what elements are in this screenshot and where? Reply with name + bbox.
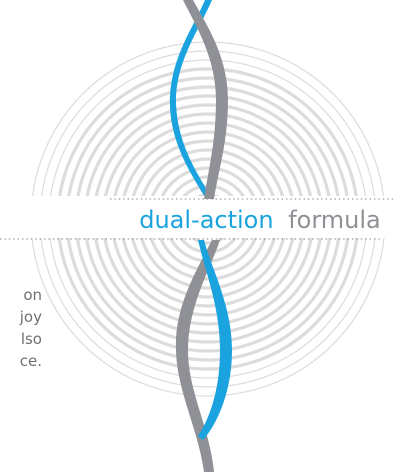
- ring: [122, 130, 294, 196]
- banner-text: dual-action formula: [139, 206, 381, 234]
- ring: [58, 67, 358, 196]
- ring: [150, 157, 266, 196]
- ring: [93, 238, 323, 335]
- ring: [57, 238, 359, 371]
- ring: [121, 238, 295, 308]
- side-text-line-3: lso: [20, 330, 42, 348]
- ring: [131, 139, 285, 196]
- ring: [112, 238, 304, 317]
- side-text-lines: on joy lso ce.: [20, 284, 42, 372]
- helix-gray-ribbon-upper: [183, 0, 228, 199]
- ring: [85, 94, 331, 196]
- ring: [94, 103, 322, 196]
- ring: [66, 238, 350, 362]
- ring: [40, 238, 376, 388]
- helix-gray-ribbon-lower: [175, 240, 220, 472]
- side-text-line-4: ce.: [19, 352, 42, 370]
- ring: [75, 238, 341, 353]
- banner-accent-word: dual-action: [139, 206, 273, 234]
- ring: [190, 238, 226, 245]
- ring: [130, 238, 286, 299]
- ring: [84, 238, 332, 344]
- ring: [67, 76, 349, 196]
- ring: [76, 85, 340, 196]
- ring: [31, 238, 385, 397]
- ring: [160, 166, 256, 196]
- ring: [140, 238, 276, 290]
- concentric-rings-bottom: [31, 238, 385, 397]
- helix-blue-ribbon-upper: [169, 0, 212, 199]
- helix-blue-ribbon-lower: [198, 240, 232, 440]
- ring: [103, 112, 313, 196]
- ring: [49, 238, 367, 379]
- ring: [50, 59, 366, 196]
- ring: [113, 121, 303, 196]
- ring: [141, 148, 275, 196]
- side-text-line-2: joy: [19, 308, 42, 326]
- ring: [103, 238, 313, 326]
- ring: [149, 238, 267, 281]
- banner-rest-word: formula: [288, 206, 381, 234]
- side-text-line-1: on: [23, 286, 42, 304]
